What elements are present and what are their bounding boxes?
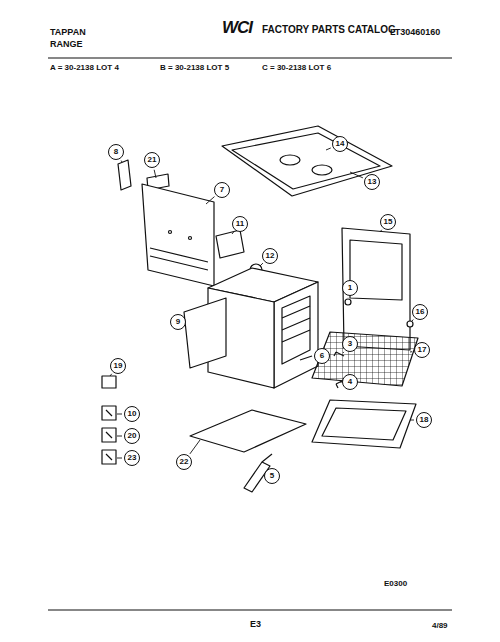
leader-line: [117, 458, 122, 459]
callout-circle: 10: [124, 406, 140, 422]
leader-line: [312, 356, 313, 357]
leader-line: [206, 197, 214, 204]
callout-number: 11: [236, 220, 244, 228]
leader-line: [121, 161, 123, 162]
callout-number: 21: [148, 156, 157, 164]
leader-line: [410, 420, 414, 421]
callout-number: 3: [348, 340, 352, 348]
leader-line: [154, 170, 156, 178]
callout-number: 7: [220, 186, 224, 194]
callout-number: 13: [368, 178, 377, 186]
callout-number: 19: [114, 362, 123, 370]
callout-circle: 6: [314, 348, 330, 364]
date: 4/89: [432, 622, 448, 631]
callout-number: 22: [180, 458, 189, 466]
leader-line: [117, 436, 122, 437]
callout-number: 9: [176, 318, 180, 326]
brand: TAPPAN: [50, 28, 86, 38]
callout-number: 8: [114, 148, 118, 156]
callout-number: 12: [266, 252, 275, 260]
callout-circle: 18: [416, 412, 432, 428]
leader-line: [110, 374, 112, 376]
callout-circle: 20: [124, 428, 140, 444]
callout-number: 4: [348, 378, 352, 386]
callout-circle: 14: [332, 136, 348, 152]
callout-circle: 9: [170, 314, 186, 330]
callout-circle: 8: [108, 144, 124, 160]
leader-line: [410, 351, 412, 352]
callout-circle: 11: [232, 216, 248, 232]
leader-line: [262, 477, 263, 478]
page-number: E3: [250, 620, 261, 630]
callout-circle: 5: [264, 468, 280, 484]
callout-circle: 13: [364, 174, 380, 190]
leader-line: [348, 297, 349, 298]
callout-number: 23: [128, 454, 137, 462]
model-lot: A = 30-2138 LOT 4: [50, 64, 119, 73]
leader-line: [350, 172, 363, 178]
product: RANGE: [50, 40, 83, 50]
catalog-number: LT30460160: [390, 28, 440, 38]
callout-circle: 7: [214, 182, 230, 198]
callout-number: 5: [270, 472, 274, 480]
callout-circle: 3: [342, 336, 358, 352]
callout-number: 6: [320, 352, 324, 360]
leader-line: [326, 148, 331, 150]
leader-line: [232, 232, 234, 234]
callout-circle: 23: [124, 450, 140, 466]
leader-line: [190, 440, 200, 454]
callout-number: 16: [416, 308, 425, 316]
leader-line: [380, 230, 382, 232]
callout-circle: 15: [380, 214, 396, 230]
leader-line: [117, 414, 122, 415]
callout-number: 14: [336, 140, 345, 148]
leader-line: [412, 319, 413, 321]
callout-circle: 17: [414, 342, 430, 358]
callout-circle: 22: [176, 454, 192, 470]
callout-number: 18: [420, 416, 429, 424]
callout-circle: 16: [412, 304, 428, 320]
callout-number: 17: [418, 346, 427, 354]
callout-circle: 1: [342, 280, 358, 296]
callout-circle: 12: [262, 248, 278, 264]
callout-circle: 4: [342, 374, 358, 390]
leader-line: [343, 352, 345, 353]
catalog-title: FACTORY PARTS CATALOG: [262, 24, 396, 35]
logo: WCI: [222, 19, 252, 38]
callout-number: 10: [128, 410, 137, 418]
figure-code: E0300: [384, 580, 407, 589]
callout-circle: 19: [110, 358, 126, 374]
callout-circle: 21: [144, 152, 160, 168]
callout-number: 1: [348, 284, 352, 292]
leader-line: [260, 263, 263, 266]
model-lot: C = 30-2138 LOT 6: [262, 64, 331, 73]
callout-number: 20: [128, 432, 137, 440]
callout-number: 15: [384, 218, 393, 226]
model-lot: B = 30-2138 LOT 5: [160, 64, 229, 73]
